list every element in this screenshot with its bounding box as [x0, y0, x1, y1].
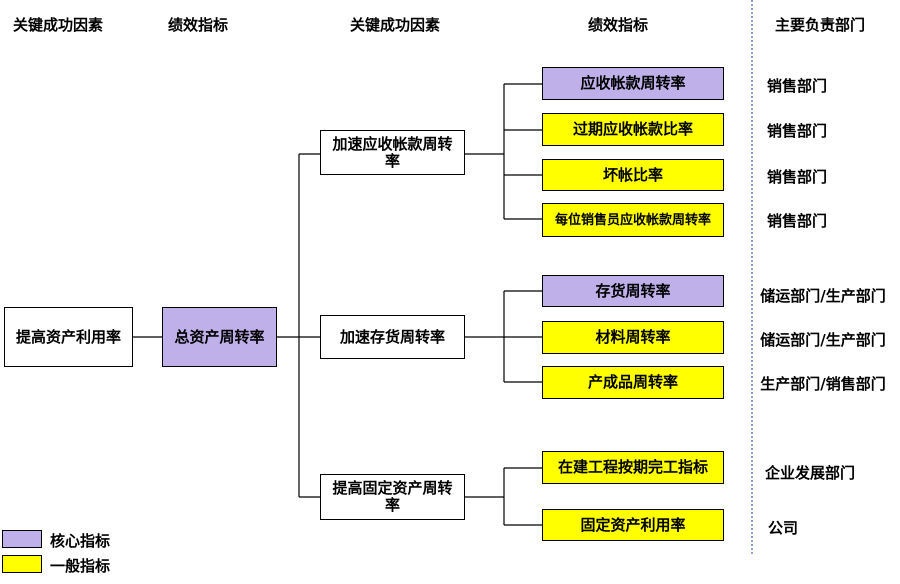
kpi-fixed-asset-utilization: 固定资产利用率	[542, 509, 724, 541]
ksf-fixed-assets-box: 提高固定资产周转率	[320, 474, 465, 520]
legend-general-label: 一般指标	[50, 557, 111, 575]
header-kpi-1: 绩效指标	[167, 16, 229, 34]
ksf-root-box: 提高资产利用率	[4, 307, 133, 367]
kpi-per-salesperson-receivables-turnover: 每位销售员应收帐款周转率	[542, 203, 724, 237]
header-ksf-2: 关键成功因素	[349, 16, 441, 34]
legend-general-swatch	[2, 555, 42, 573]
dept-construction-on-schedule: 企业发展部门	[764, 464, 856, 482]
dept-bad-debt-ratio: 销售部门	[766, 168, 828, 186]
kpi-overdue-receivables-ratio: 过期应收帐款比率	[542, 113, 724, 146]
kpi-inventory-turnover: 存货周转率	[542, 275, 724, 307]
kpi-root-box: 总资产周转率	[162, 307, 277, 367]
legend-core-label: 核心指标	[50, 532, 111, 550]
dept-material-turnover: 储运部门/生产部门	[760, 331, 886, 349]
kpi-finished-goods-turnover: 产成品周转率	[542, 366, 724, 399]
ksf-inventory-box: 加速存货周转率	[320, 315, 465, 359]
ksf-receivables-box: 加速应收帐款周转率	[320, 130, 465, 175]
header-department: 主要负责部门	[774, 16, 866, 34]
kpi-receivables-turnover: 应收帐款周转率	[542, 67, 724, 100]
dept-inventory-turnover: 储运部门/生产部门	[760, 287, 886, 305]
legend-core-swatch	[2, 530, 42, 548]
header-ksf-1: 关键成功因素	[12, 16, 104, 34]
kpi-bad-debt-ratio: 坏帐比率	[542, 159, 724, 191]
header-kpi-2: 绩效指标	[587, 16, 649, 34]
dept-receivables-turnover: 销售部门	[766, 77, 828, 95]
dept-finished-goods-turnover: 生产部门/销售部门	[760, 375, 886, 393]
kpi-material-turnover: 材料周转率	[542, 321, 724, 354]
kpi-construction-on-schedule: 在建工程按期完工指标	[542, 451, 724, 484]
dept-fixed-asset-utilization: 公司	[767, 519, 799, 537]
dept-overdue-receivables-ratio: 销售部门	[766, 122, 828, 140]
dept-per-salesperson: 销售部门	[766, 212, 828, 230]
